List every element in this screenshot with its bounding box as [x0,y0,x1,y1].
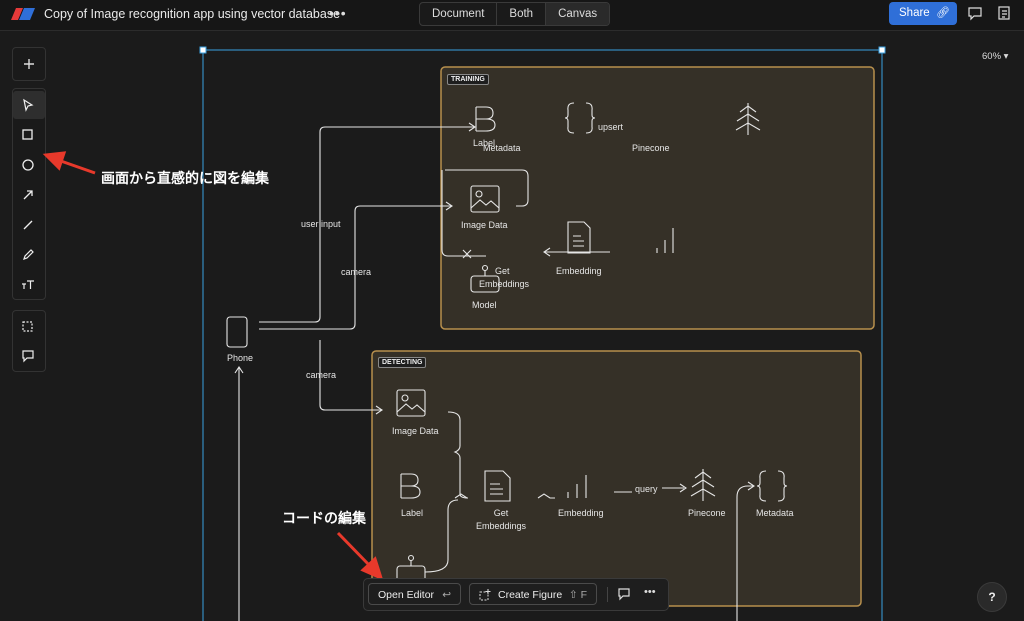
training-model-text: Model [472,300,497,310]
chart-icon-2 [567,475,587,498]
divider [607,587,608,602]
add-tool-button[interactable] [12,47,46,81]
training-pinecone-text: Pinecone [632,143,670,153]
upsert-label: upsert [598,122,624,132]
view-mode-toggle: Document Both Canvas [419,2,611,26]
rectangle-icon [22,129,33,140]
rectangle-tool[interactable] [13,121,45,149]
label-icon-2 [400,473,421,499]
tab-canvas[interactable]: Canvas [546,3,610,25]
more-options-icon[interactable]: ••• [329,5,347,21]
chart-icon [656,228,674,253]
user-input-label: user input [301,219,341,229]
document-icon [567,221,591,254]
frame-tool[interactable] [13,313,45,341]
tab-document[interactable]: Document [420,3,498,25]
text-icon [22,280,34,289]
add-figure-icon [479,589,491,601]
floating-action-bar: Open Editor ↩ Create Figure ⇧ F ••• [363,578,669,611]
arrow-tool[interactable] [13,181,45,209]
metadata-icon-2 [756,470,767,502]
detecting-get-embeddings-text: Get Embeddings [476,508,527,531]
camera-label-2: camera [306,370,337,380]
training-label-text: Label [473,138,496,148]
create-figure-label: Create Figure [498,589,563,601]
circle-icon [22,159,34,171]
comment-icon[interactable] [617,587,631,601]
training-get-text: Get [495,266,510,276]
edit-code-annotation: コードの編集 [282,510,366,526]
detecting-group[interactable] [371,350,862,607]
share-label: Share [899,7,930,19]
open-editor-button[interactable]: Open Editor ↩ [368,583,461,605]
image-icon [470,185,500,213]
select-tool[interactable] [13,91,45,119]
open-editor-label: Open Editor [378,589,435,601]
comment-icon [22,350,34,363]
training-embedding-text: Embedding [556,266,602,276]
drawing-tools [12,88,46,300]
detecting-embedding-text: Embedding [558,508,604,518]
training-group[interactable] [440,66,875,330]
detecting-label-text: Label [401,508,424,518]
metadata-icon [564,102,575,134]
create-figure-button[interactable]: Create Figure ⇧ F [469,583,597,605]
arrow-icon [23,190,33,200]
pencil-tool[interactable] [13,241,45,269]
pencil-icon [23,249,34,260]
training-embeddings-text: Embeddings [479,279,530,289]
link-icon[interactable]: 🔗︎ [936,7,950,19]
pinecone-icon-2 [690,469,716,501]
extra-tools [12,310,46,372]
cursor-icon [23,98,34,112]
label-icon [475,106,496,132]
share-button[interactable]: Share 🔗︎ [889,2,957,25]
detecting-metadata-text: Metadata [756,508,794,518]
top-bar: Copy of Image recognition app using vect… [0,0,1024,31]
comment-tool[interactable] [13,342,45,370]
pinecone-icon [735,103,761,135]
query-label: query [635,484,658,494]
image-icon-2 [396,389,426,417]
enter-key-icon: ↩ [442,589,451,601]
detecting-pinecone-text: Pinecone [688,508,726,518]
detecting-tag: DETECTING [378,357,427,368]
training-tag: TRAINING [447,74,489,85]
edit-canvas-annotation: 画面から直感的に図を編集 [101,170,269,186]
app-logo-icon[interactable] [11,8,35,20]
zoom-value: 60% [982,51,1002,62]
zoom-level[interactable]: 60% ▾ [982,51,1009,62]
document-title[interactable]: Copy of Image recognition app using vect… [44,7,341,21]
more-icon[interactable]: ••• [644,586,656,598]
frame-icon [22,321,33,332]
comments-icon[interactable] [967,5,983,21]
plus-icon [24,59,34,69]
circle-tool[interactable] [13,151,45,179]
phone-icon [226,316,248,348]
training-image-data-text: Image Data [461,220,508,230]
document-icon-2 [484,470,511,502]
shortcut-hint: ⇧ F [568,589,587,601]
camera-label: camera [341,267,372,277]
training-metadata-text: Metadata [483,143,521,153]
tab-both[interactable]: Both [497,3,547,25]
detecting-image-data-text: Image Data [392,426,439,436]
annotation-arrows [42,151,384,581]
line-tool[interactable] [13,211,45,239]
text-tool[interactable] [13,271,45,299]
outline-icon[interactable] [996,5,1012,21]
phone-label: Phone [227,353,254,363]
help-button[interactable]: ? [977,582,1007,612]
line-icon [23,220,33,230]
